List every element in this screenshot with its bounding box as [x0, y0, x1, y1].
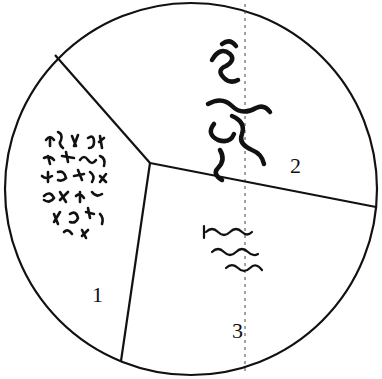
sector-dividers: [55, 55, 376, 361]
dashed-axis: [245, 4, 246, 375]
fine-threads: [204, 226, 262, 271]
callout-number: 1: [92, 284, 103, 306]
callout-number: 2: [290, 155, 301, 177]
chromatin-threads: [208, 41, 270, 180]
condensed-chromosomes: [42, 132, 106, 238]
callout-number: 3: [232, 320, 243, 342]
circle-outline: [5, 3, 377, 375]
